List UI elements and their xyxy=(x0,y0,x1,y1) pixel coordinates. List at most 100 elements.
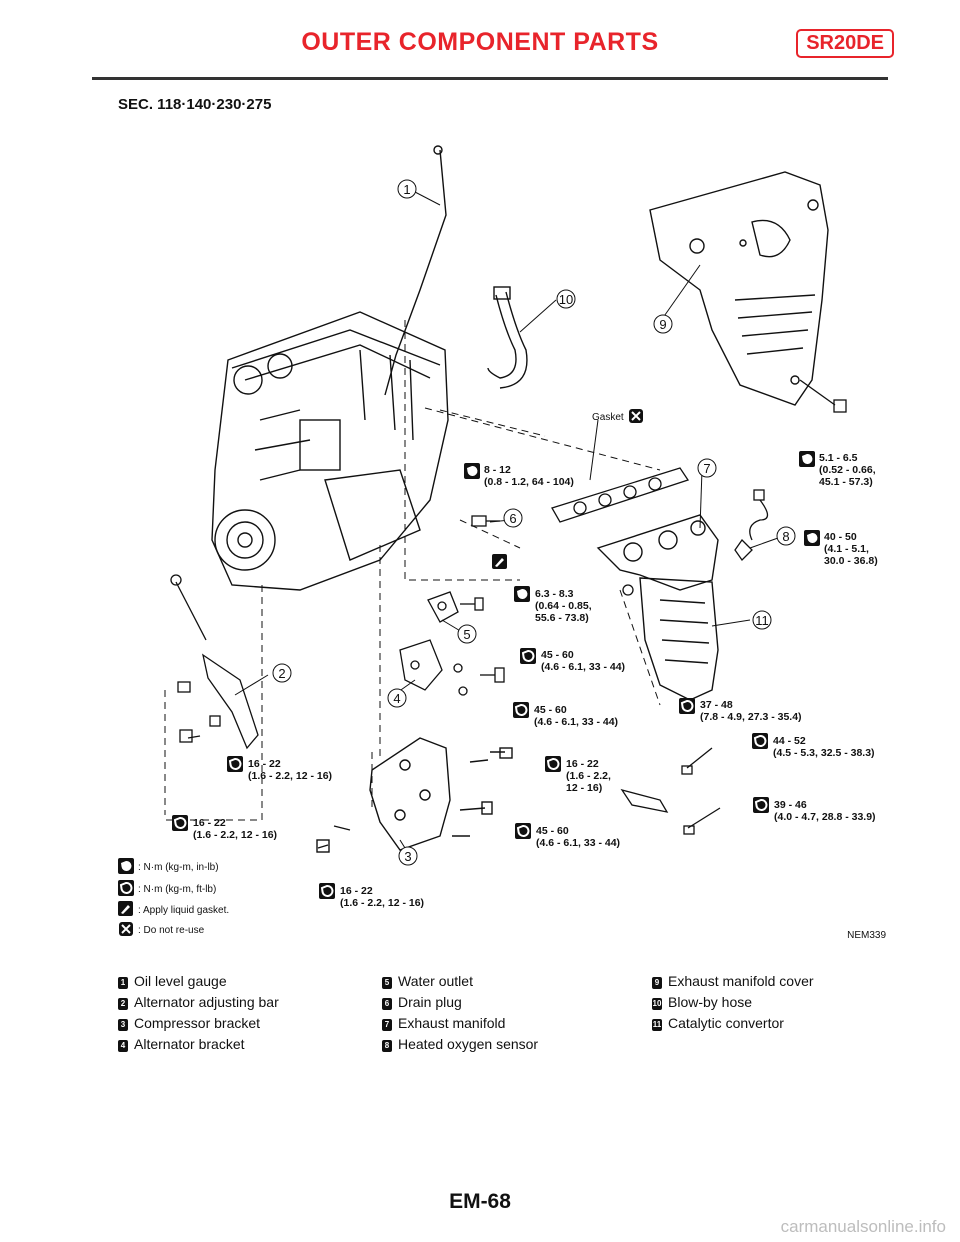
svg-text:45 - 60(4.6 - 6.1, 33 - 44): 45 - 60(4.6 - 6.1, 33 - 44) xyxy=(541,649,625,673)
figure-code: NEM339 xyxy=(847,930,886,941)
heated-oxygen-sensor xyxy=(734,489,769,562)
legend-no-reuse: : Do not re-use xyxy=(138,925,205,936)
page-number: EM-68 xyxy=(449,1190,511,1213)
svg-text:40 - 50(4.1 - 5.1,30.0 - 36.8): 40 - 50(4.1 - 5.1,30.0 - 36.8) xyxy=(824,531,878,567)
exhaust-bolts xyxy=(620,584,721,835)
oil-level-gauge xyxy=(384,145,447,396)
exhaust-manifold xyxy=(596,514,719,591)
svg-text:16 - 22(1.6 - 2.2, 12 - 16): 16 - 22(1.6 - 2.2, 12 - 16) xyxy=(340,885,424,909)
torque-ft-lb-icon xyxy=(117,879,135,897)
section-code: SEC. 118·140·230·275 xyxy=(118,96,272,113)
exhaust-gasket xyxy=(551,467,690,523)
svg-text:44 - 52(4.5 - 5.3, 32.5 - 38.3: 44 - 52(4.5 - 5.3, 32.5 - 38.3) xyxy=(773,735,875,759)
torque-in-lb-icon xyxy=(804,530,820,546)
torque-8-12: 8 - 12 xyxy=(484,464,511,476)
svg-text:6.3 - 8.3(0.64 - 0.85,55.6 - 7: 6.3 - 8.3(0.64 - 0.85,55.6 - 73.8) xyxy=(535,588,592,624)
svg-text:8 - 12(0.8 - 1.2, 64 - 104): 8 - 12(0.8 - 1.2, 64 - 104) xyxy=(484,464,574,488)
torque-37-48: 37 - 48 xyxy=(700,699,733,711)
callout-markers xyxy=(272,179,796,866)
callout-8: 8 xyxy=(782,529,789,544)
callout-3: 3 xyxy=(404,849,411,864)
torque-16-22-c: 16 - 22 xyxy=(193,817,226,829)
engine-block xyxy=(211,311,449,591)
alternator-adjusting-bar xyxy=(170,574,259,750)
catalytic-convertor xyxy=(639,577,719,701)
water-outlet xyxy=(427,591,484,623)
torque-45-60-a: 45 - 60 xyxy=(541,649,574,661)
reference-lines xyxy=(164,320,661,821)
torque-ft-lb-icon xyxy=(171,814,189,832)
torque-ft-lb-icon xyxy=(544,755,562,773)
legend-in-lb: : N·m (kg-m, in-lb) xyxy=(138,862,219,873)
torque-ft-lb-icon xyxy=(519,647,537,665)
torque-45-60-b: 45 - 60 xyxy=(534,704,567,716)
header-rule xyxy=(92,77,888,80)
symbol-legend: : N·m (kg-m, in-lb) : N·m (kg-m, ft-lb) … xyxy=(117,858,229,937)
liquid-gasket-icon xyxy=(118,901,133,916)
liquid-gasket-icon xyxy=(492,554,507,569)
svg-text:45 - 60(4.6 - 6.1, 33 - 44): 45 - 60(4.6 - 6.1, 33 - 44) xyxy=(536,825,620,849)
no-reuse-icon xyxy=(118,921,134,937)
cover-bolt xyxy=(799,379,847,413)
torque-ft-lb-icon xyxy=(226,755,244,773)
torque-ft-lb-icon xyxy=(514,822,532,840)
svg-text:39 - 46(4.0 - 4.7, 28.8 - 33.9: 39 - 46(4.0 - 4.7, 28.8 - 33.9) xyxy=(774,799,876,823)
alternator-bracket xyxy=(399,639,505,696)
torque-39-46: 39 - 46 xyxy=(774,799,807,811)
engine-badge: SR20DE xyxy=(796,29,894,58)
callout-2: 2 xyxy=(278,666,285,681)
blow-by-hose xyxy=(487,286,528,389)
torque-in-lb-icon xyxy=(464,463,480,479)
exploded-view-diagram: 1 2 3 4 5 6 7 8 9 10 11 Gasket 8 - 12(0.… xyxy=(117,145,878,937)
torque-16-22-a: 16 - 22 xyxy=(248,758,281,770)
legend-ft-lb: : N·m (kg-m, ft-lb) xyxy=(138,884,216,895)
svg-text:16 - 22(1.6 - 2.2,12 - 16): 16 - 22(1.6 - 2.2,12 - 16) xyxy=(566,758,611,794)
torque-45-60-c: 45 - 60 xyxy=(536,825,569,837)
torque-in-lb-icon xyxy=(514,586,530,602)
gasket-label: Gasket xyxy=(592,412,624,423)
watermark: carmanualsonline.info xyxy=(780,1217,946,1236)
no-reuse-icon xyxy=(628,408,644,424)
svg-text:45 - 60(4.6 - 6.1, 33 - 44): 45 - 60(4.6 - 6.1, 33 - 44) xyxy=(534,704,618,728)
legend-liquid-gasket: : Apply liquid gasket. xyxy=(138,905,229,916)
torque-ft-lb-icon xyxy=(512,701,530,719)
svg-text:37 - 48(7.8 - 4.9, 27.3 - 35.4: 37 - 48(7.8 - 4.9, 27.3 - 35.4) xyxy=(700,699,802,723)
torque-40-50: 40 - 50 xyxy=(824,531,857,543)
torque-44-52: 44 - 52 xyxy=(773,735,806,747)
torque-ft-lb-icon xyxy=(678,697,696,715)
torque-16-22-b: 16 - 22 xyxy=(566,758,599,770)
torque-5-1: 5.1 - 6.5 xyxy=(819,452,858,464)
callout-11: 11 xyxy=(755,613,769,628)
callout-7: 7 xyxy=(703,461,710,476)
torque-ft-lb-icon xyxy=(318,882,336,900)
callout-1: 1 xyxy=(403,182,410,197)
callout-9: 9 xyxy=(659,317,666,332)
callout-4: 4 xyxy=(393,691,400,706)
svg-text:16 - 22(1.6 - 2.2, 12 - 16): 16 - 22(1.6 - 2.2, 12 - 16) xyxy=(248,758,332,782)
torque-16-22-d: 16 - 22 xyxy=(340,885,373,897)
compressor-bracket xyxy=(316,737,513,853)
torque-in-lb-icon xyxy=(118,858,134,874)
svg-text:16 - 22(1.6 - 2.2, 12 - 16): 16 - 22(1.6 - 2.2, 12 - 16) xyxy=(193,817,277,841)
page-title: OUTER COMPONENT PARTS xyxy=(301,28,659,56)
svg-text:5.1 - 6.5(0.52 - 0.66,45.1 - 5: 5.1 - 6.5(0.52 - 0.66,45.1 - 57.3) xyxy=(819,452,876,488)
torque-6-3: 6.3 - 8.3 xyxy=(535,588,574,600)
torque-in-lb-icon xyxy=(799,451,815,467)
torque-ft-lb-icon xyxy=(752,796,770,814)
callout-10: 10 xyxy=(559,292,573,307)
exhaust-manifold-cover xyxy=(649,171,829,406)
